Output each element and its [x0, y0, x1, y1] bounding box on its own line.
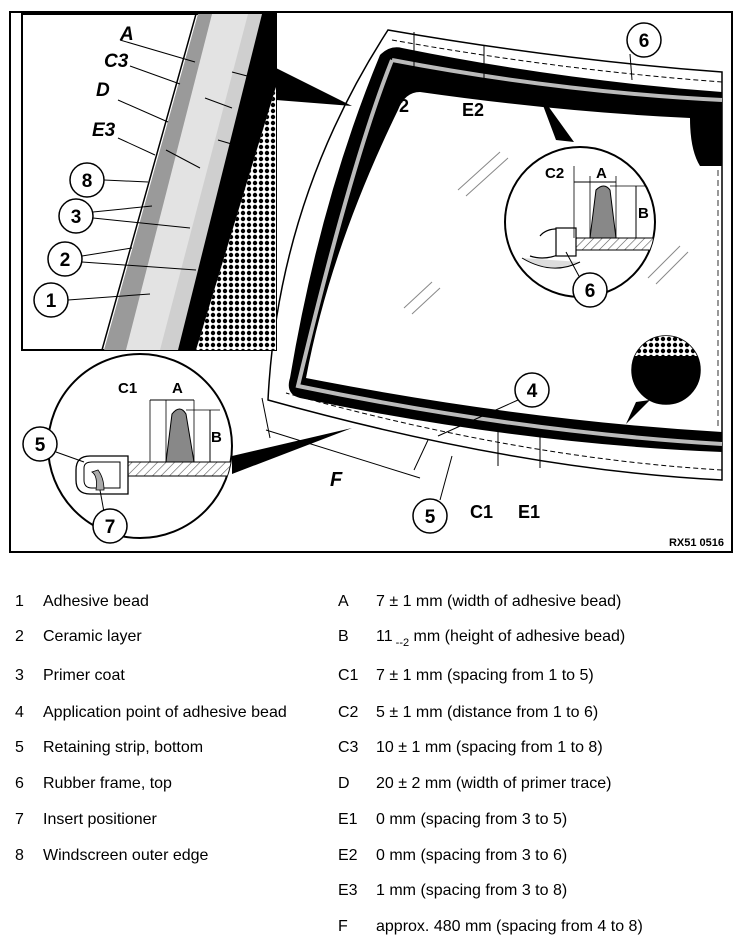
legend-text: 11 --2 mm (height of adhesive bead) — [376, 627, 626, 649]
pointer-right — [538, 92, 574, 142]
legend-text: 7 ± 1 mm (width of adhesive bead) — [376, 593, 622, 610]
legend-text: 5 ± 1 mm (distance from 1 to 6) — [376, 704, 599, 721]
callout-6-top: 6 — [639, 31, 650, 52]
zoom-top-bead-section: C2 A B 6 — [504, 146, 656, 308]
callout-2: 2 — [60, 250, 71, 271]
callout-5-bottom: 5 — [425, 507, 436, 528]
legend-key: B — [338, 628, 349, 645]
legend-key: E2 — [338, 847, 358, 864]
label-F: F — [330, 469, 343, 491]
label-B-detail-bottom: B — [211, 429, 222, 446]
legend-text-value: 11 — [376, 628, 393, 645]
legend-text: Primer coat — [43, 667, 125, 684]
callout-4: 4 — [527, 381, 538, 402]
label-E1: E1 — [518, 502, 540, 522]
legend-text-tolerance: --2 — [392, 637, 410, 649]
legend-key: 3 — [15, 667, 24, 684]
legend-key: 4 — [15, 704, 24, 721]
callout-5-detail: 5 — [35, 435, 46, 456]
legend-key: A — [338, 593, 349, 610]
legend-text: Rubber frame, top — [43, 775, 172, 792]
legend-key: F — [338, 918, 348, 935]
legend-key: E3 — [338, 882, 358, 899]
label-A-detail-bottom: A — [172, 380, 183, 397]
pointer-top-left — [276, 68, 352, 106]
zoom-dot-pattern — [631, 335, 701, 405]
legend-text: Adhesive bead — [43, 593, 149, 610]
legend-key: D — [338, 775, 350, 792]
pointer-left — [232, 428, 352, 474]
label-B-detail-top: B — [638, 205, 649, 222]
legend-text: 0 mm (spacing from 3 to 6) — [376, 847, 568, 864]
legend-text: 1 mm (spacing from 3 to 8) — [376, 882, 568, 899]
legend-key: C2 — [338, 704, 359, 721]
legend-text: Windscreen outer edge — [43, 847, 209, 864]
legend-key: 8 — [15, 847, 24, 864]
legend-text: Ceramic layer — [43, 628, 142, 645]
legend-key: E1 — [338, 811, 358, 828]
callout-7: 7 — [105, 517, 116, 538]
legend-text: 0 mm (spacing from 3 to 5) — [376, 811, 568, 828]
legend-text-description: mm (height of adhesive bead) — [409, 628, 626, 645]
windscreen-adhesive-diagram: A C3 D E3 8 3 2 1 C2 E2 6 — [9, 11, 733, 553]
label-C1: C1 — [470, 502, 493, 522]
label-D: D — [96, 80, 110, 101]
legend-key: 7 — [15, 811, 24, 828]
legend-key: 5 — [15, 739, 24, 756]
figure-id: RX51 0516 — [669, 537, 724, 549]
legend-text: Application point of adhesive bead — [43, 704, 287, 721]
label-E3: E3 — [92, 120, 116, 141]
legend-key: 6 — [15, 775, 24, 792]
pointer-small — [626, 400, 650, 424]
top-edge-labels: C2 E2 6 — [386, 22, 662, 120]
callout-1: 1 — [46, 291, 57, 312]
zoom-bottom-bead-section: C1 A B 5 7 — [22, 353, 233, 544]
legend-text: Retaining strip, bottom — [43, 739, 204, 756]
legend-key: C3 — [338, 739, 359, 756]
label-E2: E2 — [462, 100, 484, 120]
legend-key: 2 — [15, 628, 24, 645]
label-C2-detail: C2 — [545, 165, 564, 182]
legend-text: 20 ± 2 mm (width of primer trace) — [376, 775, 612, 792]
callout-8: 8 — [82, 171, 93, 192]
callout-3: 3 — [71, 207, 82, 228]
legend-text: approx. 480 mm (spacing from 4 to 8) — [376, 918, 643, 935]
label-C2: C2 — [386, 96, 409, 116]
label-C1-detail: C1 — [118, 380, 137, 397]
legend-text: 7 ± 1 mm (spacing from 1 to 5) — [376, 667, 594, 684]
legend-key: C1 — [338, 667, 359, 684]
legend-text: 10 ± 1 mm (spacing from 1 to 8) — [376, 739, 603, 756]
label-C3: C3 — [104, 51, 129, 72]
legend-key: 1 — [15, 593, 24, 610]
bottom-edge-labels: F 4 5 C1 E1 — [261, 372, 550, 534]
label-A-detail-top: A — [596, 165, 607, 182]
legend-text: Insert positioner — [43, 811, 157, 828]
windscreen-outline — [267, 29, 723, 481]
label-A: A — [119, 24, 134, 45]
zoom-edge-section: A C3 D E3 8 3 2 1 — [21, 13, 277, 351]
callout-6-detail: 6 — [585, 281, 596, 302]
